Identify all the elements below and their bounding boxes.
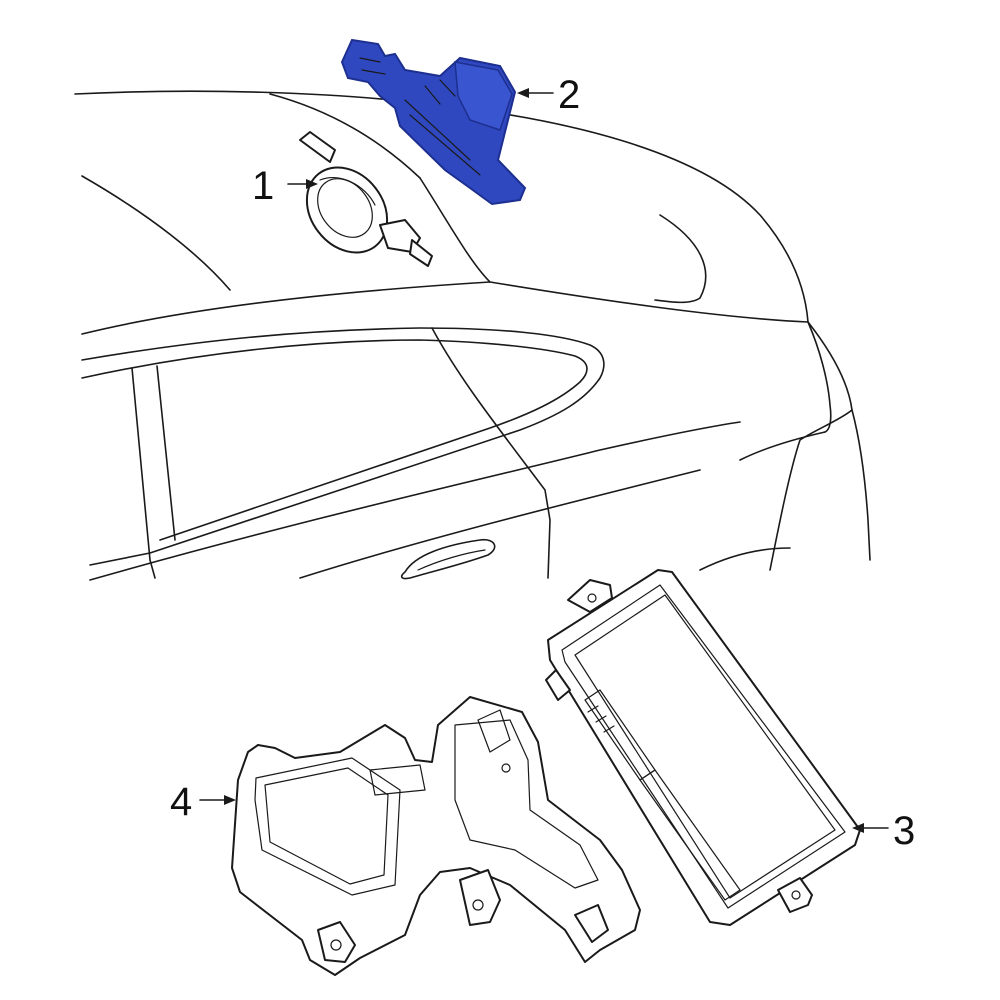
arrow-3-icon	[852, 823, 864, 833]
callout-2: 2	[558, 73, 580, 117]
arrow-4-icon	[224, 795, 236, 805]
callout-1: 1	[252, 164, 274, 208]
vehicle-outline	[74, 90, 871, 581]
arrow-1-icon	[306, 179, 318, 189]
callout-4: 4	[170, 780, 192, 824]
callout-3: 3	[893, 809, 915, 853]
part-4-bracket[interactable]	[231, 696, 641, 976]
leaders	[199, 88, 889, 833]
part-2-module[interactable]	[340, 38, 527, 206]
part-1-sensor[interactable]	[290, 131, 433, 268]
arrow-2-icon	[517, 88, 529, 98]
part-3-module-box[interactable]	[545, 569, 861, 926]
